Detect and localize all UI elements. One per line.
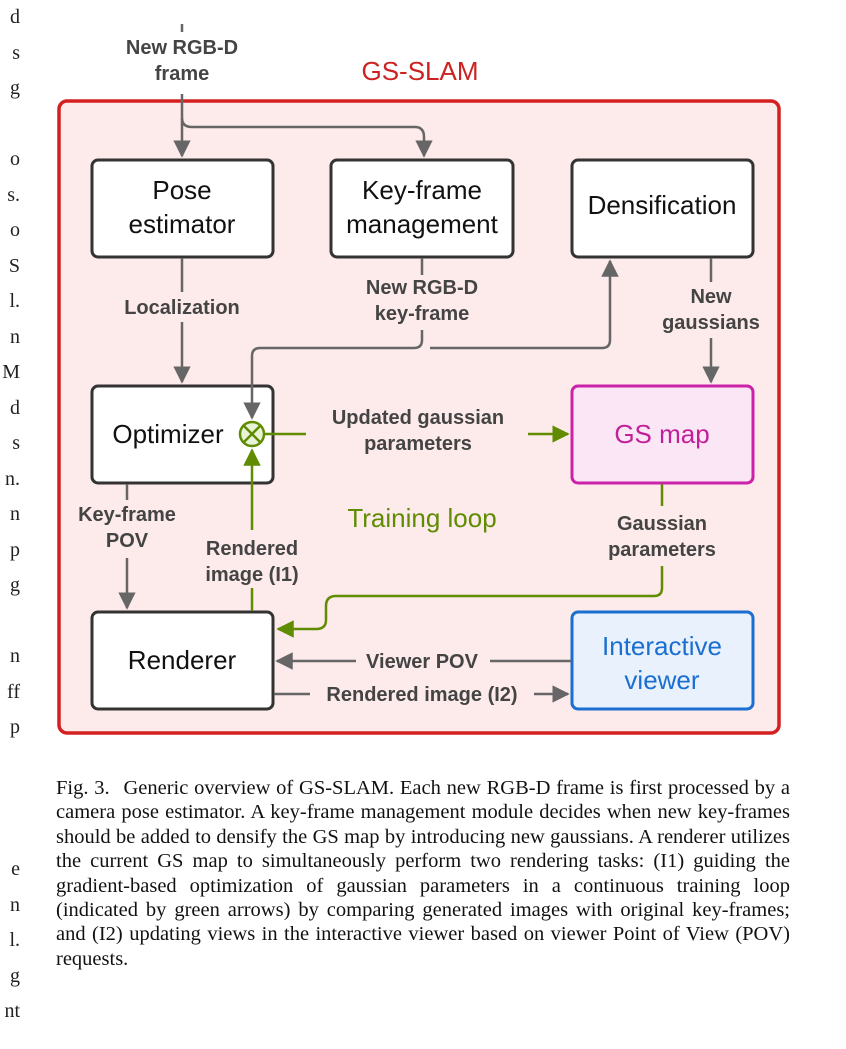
left-column-fragment: g (10, 77, 20, 99)
gaussian-params-label: Gaussian parameters (608, 513, 716, 561)
left-column-fragment: S (8, 254, 20, 277)
gaussian-params-label-line: parameters (608, 539, 716, 561)
input-frame-label-line: New RGB-D (126, 37, 238, 59)
new-keyframe-label: New RGB-D key-frame (366, 277, 478, 325)
gs-map-label: GS map (614, 419, 709, 449)
pose-estimator-label-line: Pose (152, 175, 211, 205)
gs-slam-frame (57, 99, 781, 735)
interactive-viewer-label: Interactive viewer (602, 631, 722, 695)
left-column-fragment: n. (5, 467, 20, 490)
input-frame-label: New RGB-D frame (126, 37, 238, 85)
left-column-fragment: n (10, 893, 20, 916)
left-column-fragment: p (10, 716, 20, 738)
figure-caption: Fig. 3. Generic overview of GS-SLAM. Eac… (56, 776, 790, 971)
viewer-pov-label-line: Viewer POV (366, 651, 479, 673)
gaussian-params-arrow (276, 566, 664, 638)
left-column-fragment: o (10, 148, 20, 170)
densification-label: Densification (588, 190, 737, 220)
new-keyframe-label-line: New RGB-D (366, 277, 478, 299)
input-arrow-keyframe (180, 117, 433, 158)
interactive-viewer-label-line: Interactive (602, 631, 722, 661)
renderer-label-line: Renderer (128, 645, 237, 675)
pose-estimator-label: Pose estimator (129, 175, 236, 239)
diagram-title-line: GS-SLAM (361, 56, 478, 86)
left-column-fragment: M (2, 361, 20, 383)
left-column-fragment: s. (7, 183, 20, 206)
left-column-fragment: o (10, 219, 20, 241)
new-keyframe-to-densification-arrow (430, 259, 619, 350)
rendered-i1-label-line: image (I1) (205, 564, 298, 586)
left-column-fragment: l. (9, 929, 20, 951)
keyframe-management-label: Key-frame management (346, 175, 499, 239)
interactive-viewer-label-line: viewer (624, 665, 699, 695)
keyframe-management-label-line: Key-frame (362, 175, 482, 205)
left-column-fragment: d (10, 6, 20, 28)
left-column-fragment: e (11, 858, 20, 880)
renderer-box (90, 610, 275, 711)
keyframe-pov-label-line: Key-frame (78, 504, 176, 526)
diagram-title: GS-SLAM (361, 56, 478, 86)
updated-params-label-line: parameters (364, 433, 472, 455)
updated-params-label-line: Updated gaussian (332, 407, 504, 429)
figure-label: Fig. 3. (56, 777, 110, 799)
combine-icon (238, 420, 266, 448)
rendered-i2-label: Rendered image (I2) (326, 684, 517, 706)
left-column-fragment: l. (9, 290, 20, 312)
viewer-pov-label: Viewer POV (366, 651, 479, 673)
new-keyframe-label-line: key-frame (375, 303, 470, 325)
rendered-i2-label-line: Rendered image (I2) (326, 684, 517, 706)
left-column-fragment: g (10, 574, 20, 596)
gs-map-label-line: GS map (614, 419, 709, 449)
rendered-i1-label: Rendered image (I1) (205, 538, 298, 586)
training-loop-label: Training loop (347, 503, 496, 533)
gs-map-box (570, 384, 755, 485)
gaussian-params-label-line: Gaussian (617, 513, 707, 535)
optimizer-label: Optimizer (112, 419, 224, 449)
pose-estimator-box (90, 158, 275, 259)
new-keyframe-to-optimizer-arrow (243, 330, 424, 420)
left-column-fragment: p (10, 538, 20, 561)
left-column-fragment: d (10, 396, 20, 419)
new-gaussians-label-line: gaussians (662, 312, 760, 334)
rendered-i1-label-line: Rendered (206, 538, 298, 560)
optimizer-label-line: Optimizer (112, 419, 224, 449)
left-column-fragment: nt (4, 1000, 20, 1022)
left-column-fragment: g (10, 964, 20, 987)
caption-text: Generic overview of GS-SLAM. Each new RG… (56, 777, 791, 970)
keyframe-pov-label-line: POV (106, 530, 149, 552)
updated-params-label: Updated gaussian parameters (332, 407, 504, 455)
new-gaussians-label: New gaussians (662, 286, 760, 334)
input-frame-label-line: frame (155, 63, 209, 85)
new-gaussians-label-line: New (690, 286, 732, 308)
left-column-fragment: ff (7, 680, 20, 703)
left-column-fragment: n (10, 503, 20, 525)
training-loop-label-line: Training loop (347, 503, 496, 533)
left-column-fragment: n (10, 645, 20, 667)
renderer-label: Renderer (128, 645, 237, 675)
left-column-fragment: s (12, 432, 20, 454)
left-column-fragment: s (12, 41, 20, 64)
pose-estimator-label-line: estimator (129, 209, 236, 239)
interactive-viewer-box (570, 610, 755, 711)
densification-box (570, 158, 755, 259)
keyframe-management-label-line: management (346, 209, 499, 239)
keyframe-management-box (329, 158, 515, 259)
gs-slam-diagram: GS-SLAM New RGB-D frame Pose estimator Key… (57, 24, 781, 735)
densification-label-line: Densification (588, 190, 737, 220)
localization-label: Localization (124, 297, 240, 319)
left-column-fragment: n (10, 325, 20, 348)
localization-label-line: Localization (124, 297, 240, 319)
